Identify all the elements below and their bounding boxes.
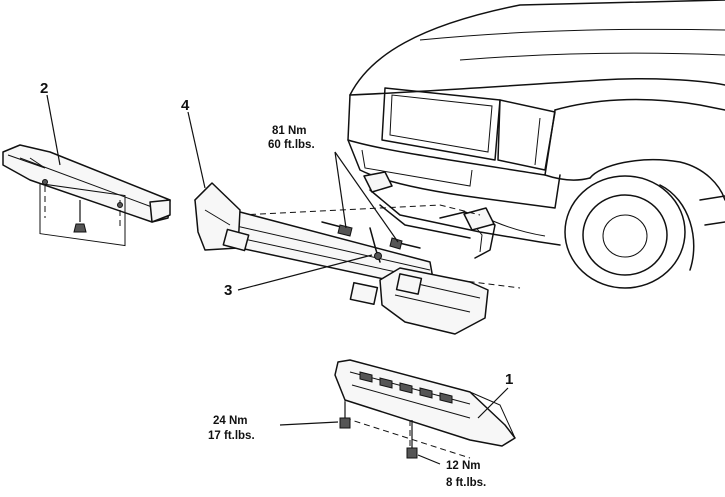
- bumper-reinforcement-part-2: [2, 144, 171, 247]
- leader-lines: [46, 94, 509, 465]
- bumper-beam-part-4: [194, 182, 521, 335]
- torque-lower-right-nm: 12 Nm: [446, 460, 481, 472]
- torque-bracket-nm: 81 Nm: [272, 125, 307, 137]
- vehicle-front-drawing: [347, 0, 725, 289]
- torque-lower-left-nm: 24 Nm: [213, 415, 248, 427]
- callout-4: 4: [181, 97, 190, 114]
- torque-lower-left-ftlbs: 17 ft.lbs.: [208, 430, 255, 442]
- torque-lower-right-ftlbs: 8 ft.lbs.: [446, 477, 486, 489]
- callout-3: 3: [224, 282, 232, 299]
- torque-bracket-ftlbs: 60 ft.lbs.: [268, 139, 315, 151]
- callout-2: 2: [40, 80, 48, 97]
- callout-1: 1: [505, 371, 513, 388]
- lower-valance-part-1: [334, 359, 516, 459]
